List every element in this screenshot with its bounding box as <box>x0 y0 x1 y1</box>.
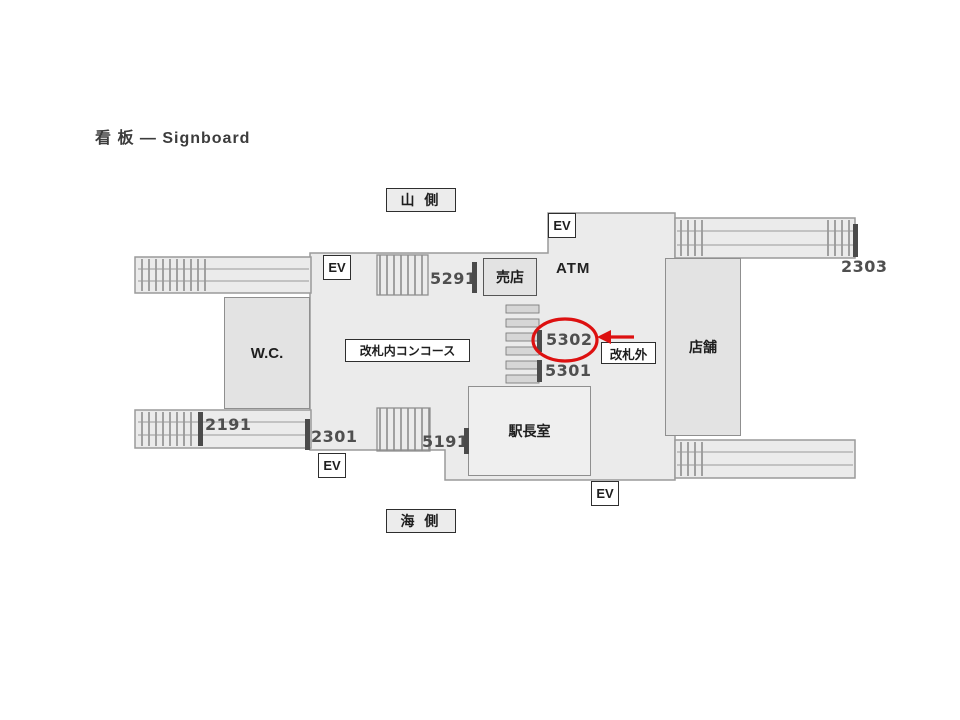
signboard-number-2191: 2191 <box>205 415 252 434</box>
signboard-number-2303: 2303 <box>841 257 888 276</box>
signboard-number-5191: 5191 <box>422 432 469 451</box>
mountain-side-label: 山 側 <box>386 188 456 212</box>
marker-bar-2303 <box>853 224 858 257</box>
stores-room: 店舗 <box>665 258 741 436</box>
marker-bar-5291 <box>472 262 477 293</box>
stairs-bottom-left <box>134 409 312 449</box>
signboard-number-5302: 5302 <box>546 330 593 349</box>
marker-bar-2191 <box>198 412 203 446</box>
elevator-label-top: EV <box>548 213 576 238</box>
elevator-label-left-top: EV <box>323 255 351 280</box>
stairs-bottom-right <box>674 439 856 479</box>
ticket-gates <box>505 304 540 398</box>
atm-label: ATM <box>556 260 591 277</box>
page-title: 看 板 — Signboard <box>95 130 251 147</box>
signboard-number-2301: 2301 <box>311 427 358 446</box>
stairs-mid-bottom <box>376 407 431 452</box>
marker-bar-5302 <box>537 330 542 352</box>
inside-gate-concourse-label: 改札内コンコース <box>345 339 470 362</box>
marker-bar-5191 <box>464 428 469 454</box>
marker-bar-5301 <box>537 360 542 382</box>
stairs-top-right <box>674 217 856 259</box>
outside-gate-label: 改札外 <box>601 342 656 364</box>
elevator-label-bottom: EV <box>591 481 619 506</box>
stairs-top-left <box>134 256 312 294</box>
marker-bar-2301 <box>305 419 310 450</box>
sea-side-label: 海 側 <box>386 509 456 533</box>
wc-room: W.C. <box>224 297 310 409</box>
kiosk-room: 売店 <box>483 258 537 296</box>
signboard-number-5291: 5291 <box>430 269 477 288</box>
station-master-room: 駅長室 <box>468 386 591 476</box>
signboard-number-5301: 5301 <box>545 361 592 380</box>
stairs-mid-top <box>376 254 429 296</box>
elevator-label-left-bottom: EV <box>318 453 346 478</box>
